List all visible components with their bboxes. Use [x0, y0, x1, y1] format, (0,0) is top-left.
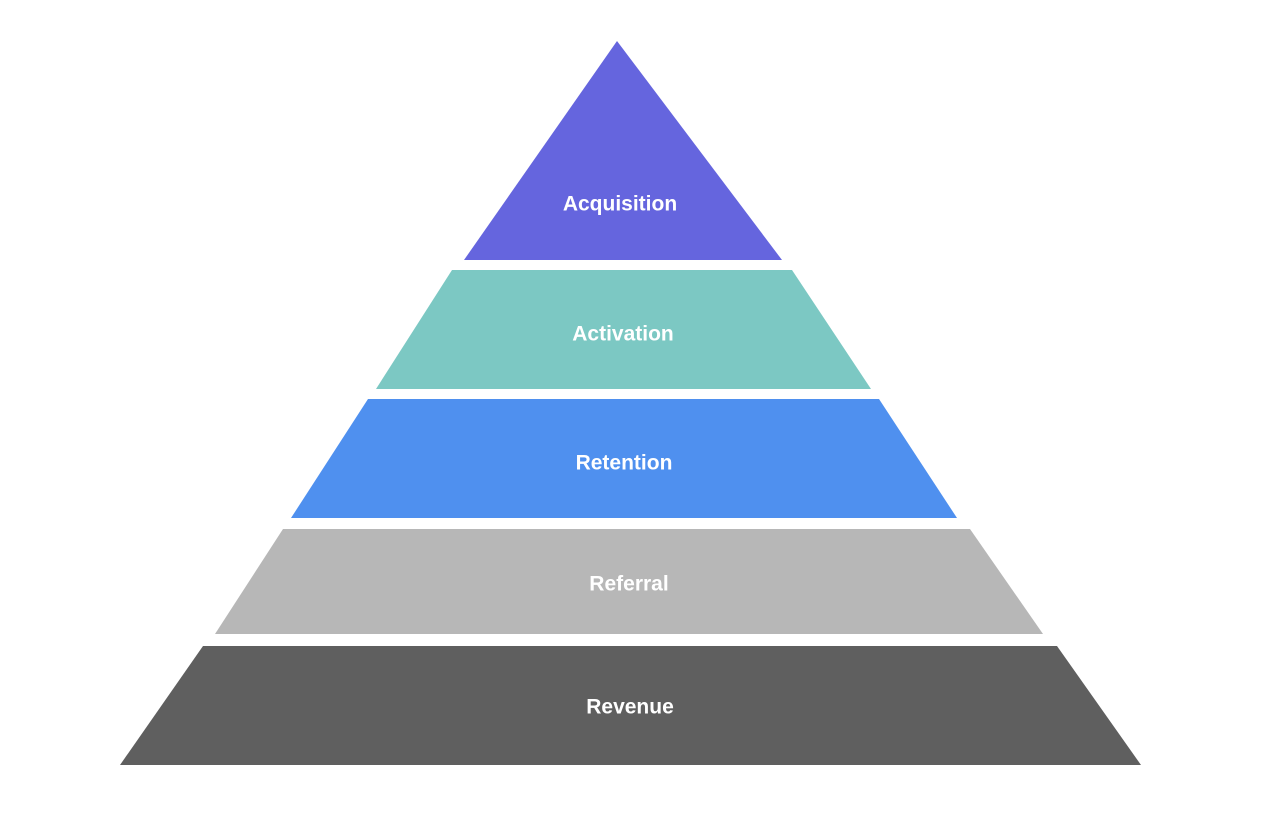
tier-retention-label: Retention — [576, 452, 673, 475]
tier-acquisition-shape — [464, 41, 782, 260]
tier-revenue: Revenue — [120, 646, 1141, 765]
tier-referral-label: Referral — [589, 573, 668, 596]
tier-activation-label: Activation — [572, 323, 674, 346]
tier-acquisition: Acquisition — [464, 41, 782, 260]
tier-revenue-label: Revenue — [586, 696, 674, 719]
tier-referral: Referral — [215, 529, 1043, 634]
tier-activation-shape — [376, 270, 871, 389]
tier-retention: Retention — [291, 399, 957, 518]
tier-referral-shape — [215, 529, 1043, 634]
tier-revenue-shape — [120, 646, 1141, 765]
tier-activation: Activation — [376, 270, 871, 389]
tier-retention-shape — [291, 399, 957, 518]
tier-acquisition-label: Acquisition — [563, 193, 677, 216]
